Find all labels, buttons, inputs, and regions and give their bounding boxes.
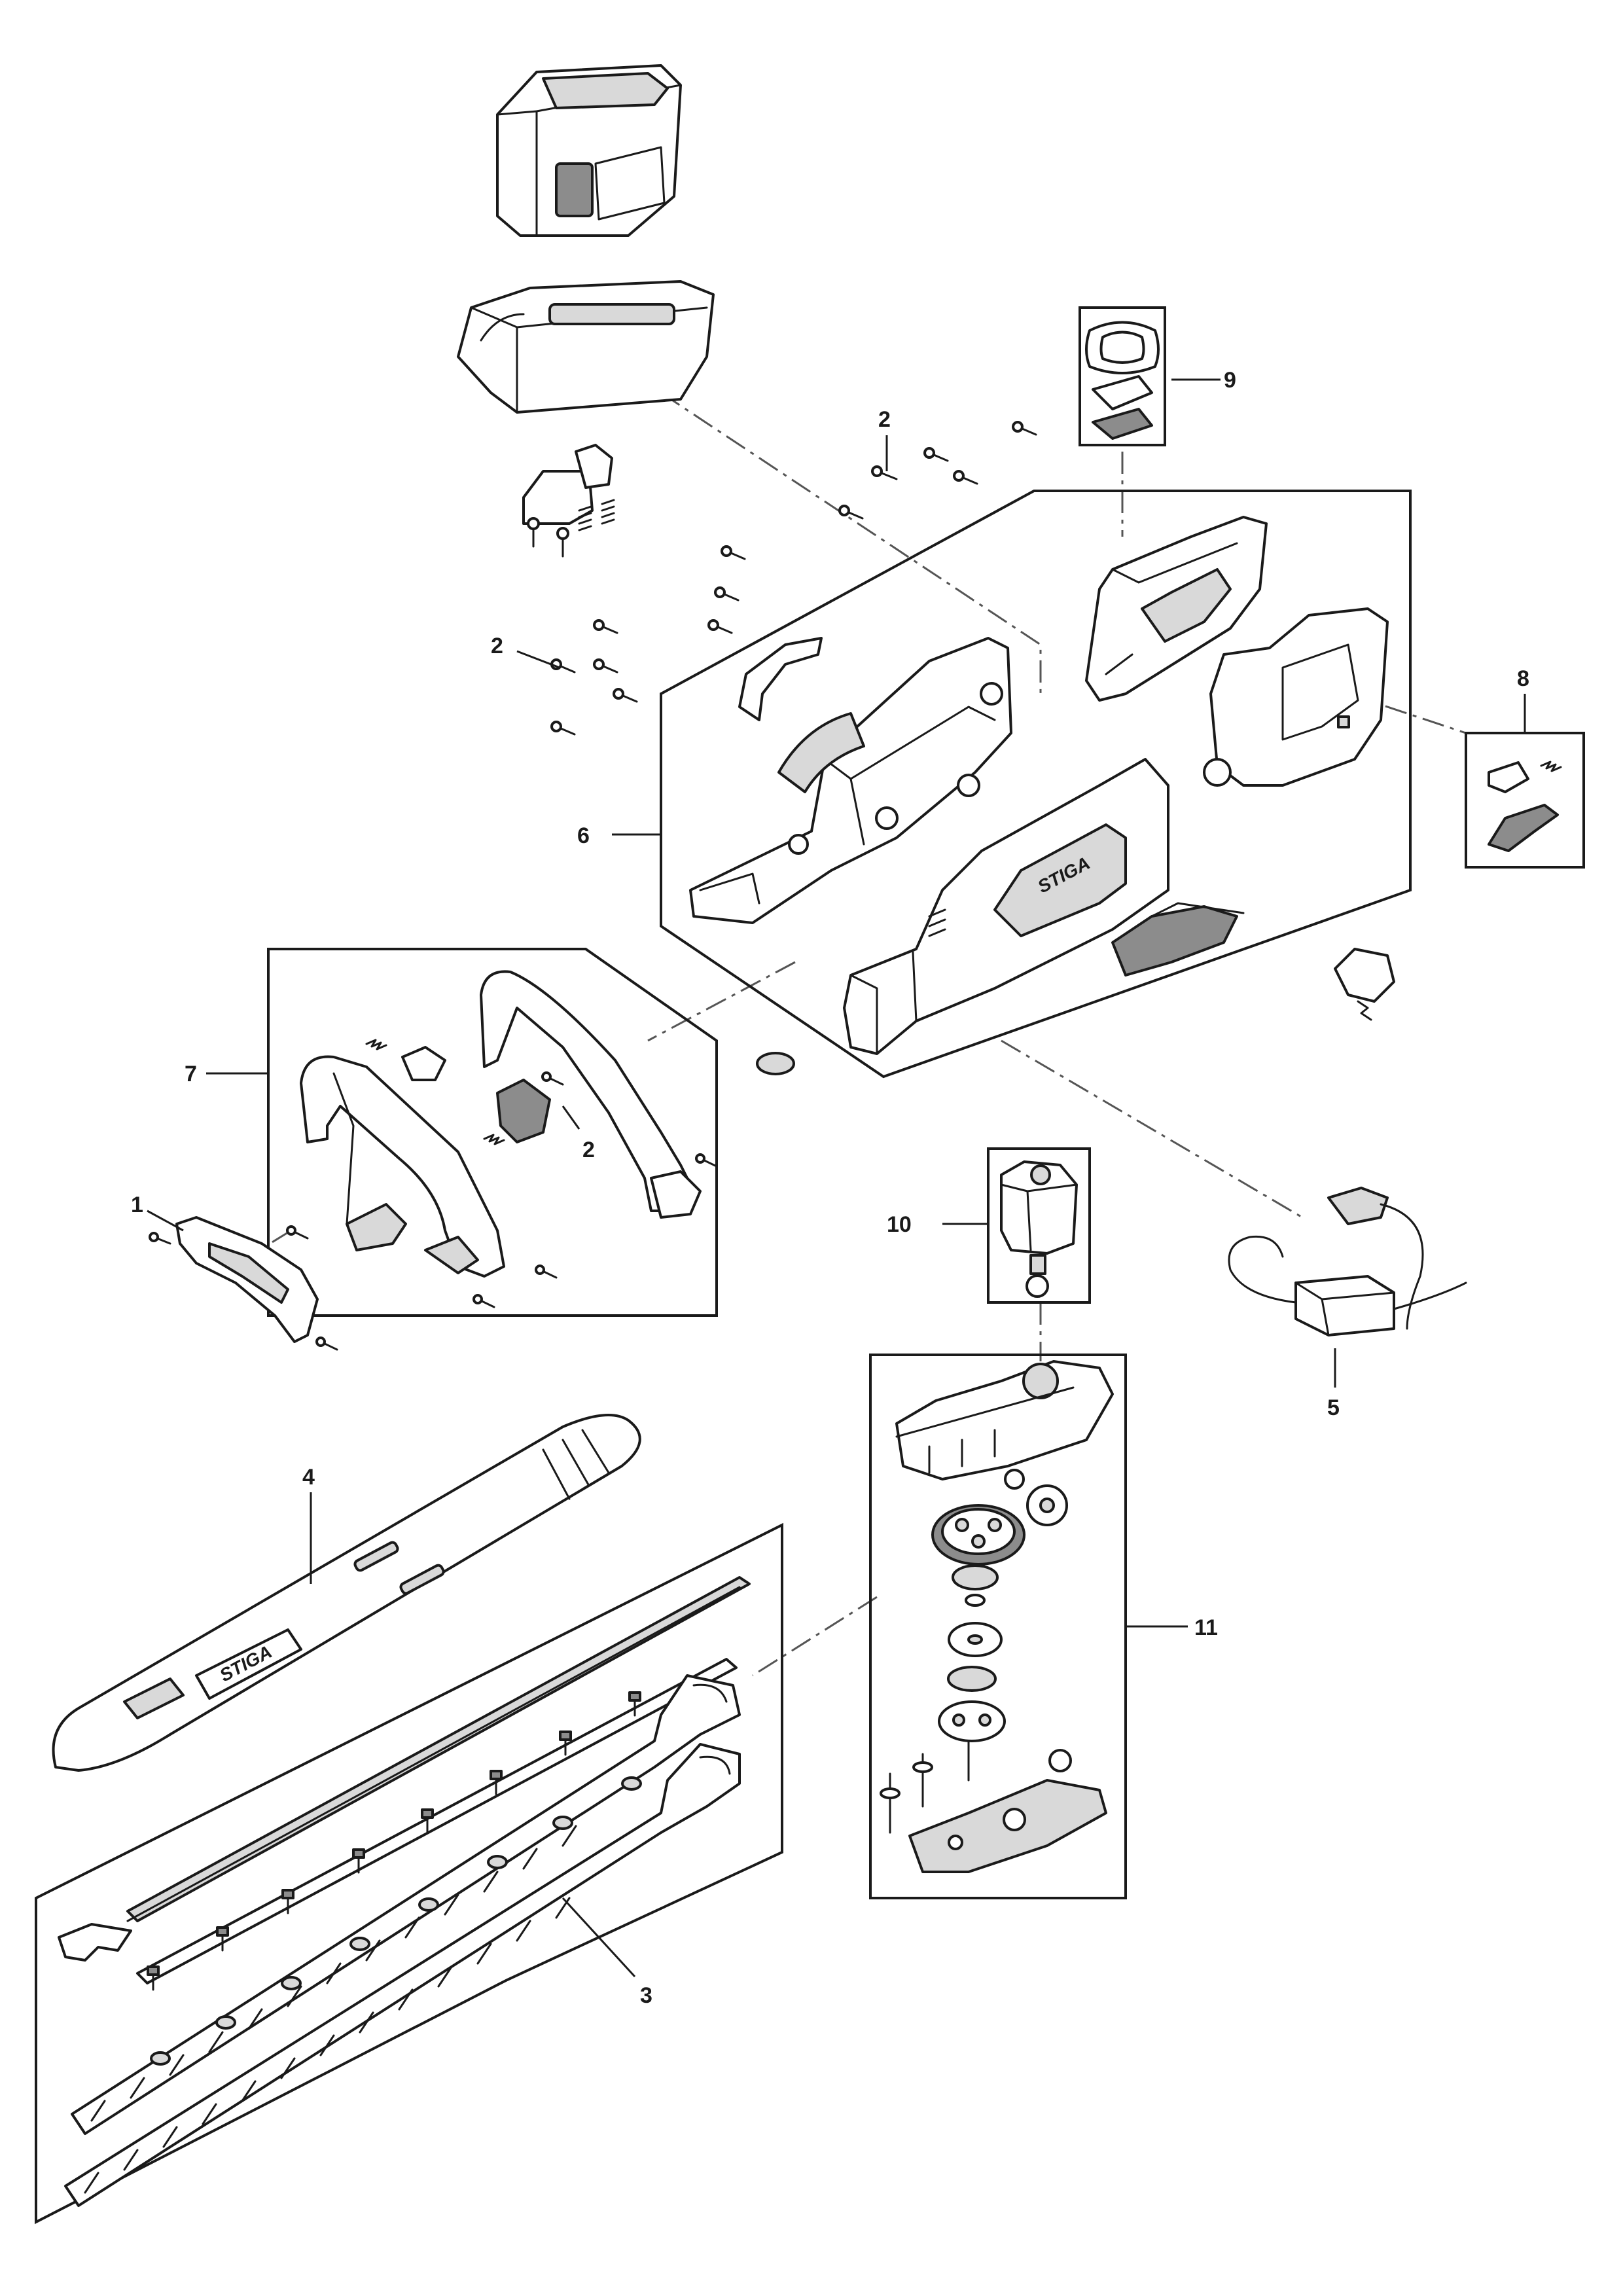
bolt (352, 1848, 365, 1874)
motor-outline (987, 1147, 1091, 1304)
bolt (147, 1965, 160, 1991)
upper-cutting-blade (71, 1674, 741, 2135)
callout-labels: 9 2 2 6 8 7 2 1 10 5 4 11 3 (131, 368, 1529, 2008)
screw (593, 658, 618, 673)
handle-clamp (496, 1079, 551, 1143)
screw (613, 688, 638, 703)
trigger-cover-strip (738, 637, 823, 721)
blade-assembly-outline (35, 1522, 783, 2225)
housing-group-outline (660, 490, 1412, 1079)
housing-group: STIGA (660, 490, 1412, 1079)
bolt (421, 1808, 434, 1834)
screw (714, 586, 740, 601)
small-gear (1004, 1469, 1068, 1526)
right-housing-half: STIGA (843, 758, 1169, 1055)
front-loop-handle (300, 1055, 505, 1278)
seal-kit-outline (1079, 306, 1166, 446)
screw (695, 1153, 718, 1168)
gearbox-housing (895, 1360, 1114, 1480)
control-module (1228, 1187, 1467, 1336)
battery-tray (457, 280, 715, 414)
loose-clip (1334, 948, 1395, 1021)
bolt (628, 1691, 641, 1717)
gearbox-group (869, 1354, 1127, 1899)
blade-guide-bar (126, 1576, 751, 1922)
screw (535, 1265, 558, 1279)
bolt (281, 1889, 294, 1914)
screw (871, 465, 898, 480)
connecting-disc (938, 1666, 1006, 1742)
screw (550, 721, 576, 736)
callout-3: 3 (640, 1983, 652, 2008)
screw (721, 545, 746, 560)
switch-kit-group (1465, 732, 1585, 869)
handle-screws (286, 1071, 718, 1308)
handle-switch-plug (365, 1039, 505, 1145)
screw (149, 1232, 171, 1245)
blade-assembly-group (35, 1522, 783, 2225)
hand-guard (149, 1216, 338, 1351)
gearbox-base-plate (908, 1779, 1107, 1873)
screw (541, 1071, 564, 1086)
screw (315, 1336, 338, 1351)
screw (923, 447, 949, 462)
screw (473, 1294, 495, 1308)
battery-terminal-block (522, 444, 615, 558)
blade-end-hook (58, 1923, 132, 1962)
callout-8: 8 (1517, 666, 1529, 691)
loose-bushing (756, 1052, 795, 1075)
screw (286, 1225, 309, 1240)
bolt (559, 1731, 572, 1756)
rear-handle-left-half (1085, 516, 1268, 702)
motor-group (987, 1147, 1091, 1304)
screw (550, 658, 576, 673)
bolt (490, 1770, 503, 1795)
callout-7: 7 (185, 1062, 197, 1086)
screw (593, 619, 618, 634)
callout-2-left: 2 (491, 634, 503, 658)
battery-pack (496, 64, 682, 237)
rear-loop-handle (480, 970, 702, 1219)
bolt (216, 1926, 229, 1952)
screw (707, 619, 733, 634)
left-housing-half (689, 637, 1012, 924)
blade-bolts (147, 1691, 641, 1991)
callout-9: 9 (1224, 368, 1236, 393)
blade-washers (150, 1776, 642, 2066)
callout-6: 6 (577, 823, 590, 848)
main-gear (931, 1504, 1026, 1566)
callout-10: 10 (887, 1212, 912, 1237)
screw (838, 505, 864, 520)
screws (550, 421, 1037, 736)
eccentric-cam (952, 1564, 999, 1607)
screw (953, 470, 978, 485)
gearbox-bolts (880, 1740, 1072, 1834)
front-handle-group (267, 948, 718, 1317)
vent-grille (1111, 902, 1245, 977)
callout-1: 1 (131, 1193, 143, 1217)
lower-cutting-blade (64, 1743, 741, 2207)
callout-11: 11 (1194, 1615, 1218, 1640)
switch-kit-outline (1465, 732, 1585, 869)
callout-4: 4 (302, 1465, 315, 1490)
callout-leaders (147, 378, 1526, 1978)
seal-kit-group (1079, 306, 1166, 446)
screw (1012, 421, 1037, 436)
rear-handle-right-half (1203, 607, 1389, 787)
callout-2-top: 2 (878, 407, 891, 432)
gear-washer (948, 1622, 1003, 1657)
callout-5: 5 (1327, 1395, 1340, 1420)
blade-cover: STIGA (52, 1414, 641, 1772)
callout-2-handle: 2 (582, 1138, 595, 1162)
